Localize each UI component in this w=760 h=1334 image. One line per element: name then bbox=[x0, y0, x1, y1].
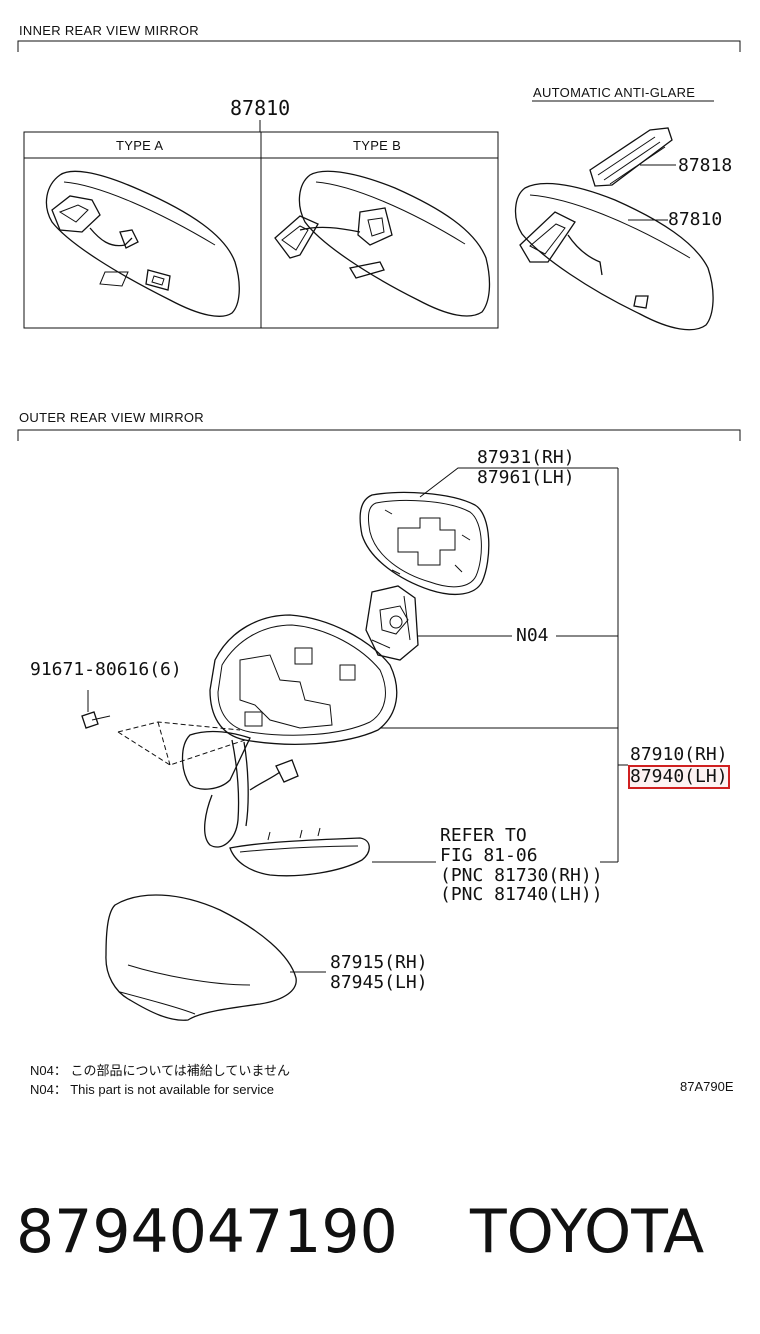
mirror-housing-drawing bbox=[181, 614, 398, 790]
cover-part-lh[interactable]: 87945(LH) bbox=[330, 972, 428, 993]
screw-part[interactable]: 91671-80616(6) bbox=[30, 659, 182, 680]
screw-drawing bbox=[81, 711, 111, 729]
inner-part-number[interactable]: 87810 bbox=[230, 96, 291, 120]
inner-section-title: INNER REAR VIEW MIRROR bbox=[19, 23, 199, 38]
figure-code: 87A790E bbox=[680, 1079, 734, 1094]
glass-part-rh[interactable]: 87931(RH) bbox=[477, 447, 575, 468]
assembly-part-rh[interactable]: 87910(RH) bbox=[630, 744, 728, 765]
type-b-label: TYPE B bbox=[353, 138, 402, 153]
refer-line-1: REFER TO bbox=[440, 825, 527, 846]
turn-signal-drawing bbox=[229, 827, 370, 877]
type-b-mirror-drawing bbox=[274, 170, 491, 317]
auto-part-87818[interactable]: 87818 bbox=[678, 155, 733, 176]
refer-line-2[interactable]: FIG 81-06 bbox=[440, 845, 538, 866]
mirror-actuator-drawing bbox=[365, 585, 419, 661]
auto-anti-glare-label: AUTOMATIC ANTI-GLARE bbox=[533, 85, 696, 100]
glass-leader bbox=[419, 467, 618, 498]
refer-line-4[interactable]: (PNC 81740(LH)) bbox=[440, 884, 603, 905]
screw-dashed-lines bbox=[117, 721, 246, 766]
note-english: N04： This part is not available for serv… bbox=[30, 1082, 274, 1097]
glass-part-lh[interactable]: 87961(LH) bbox=[477, 467, 575, 488]
note-japanese: N04： この部品については補給していません bbox=[30, 1063, 291, 1078]
type-table-frame bbox=[23, 131, 499, 329]
auto-mirror-drawing bbox=[514, 127, 714, 331]
wire-harness-drawing bbox=[204, 739, 299, 848]
type-a-mirror-drawing bbox=[45, 170, 240, 317]
cover-part-rh[interactable]: 87915(RH) bbox=[330, 952, 428, 973]
refer-line-3[interactable]: (PNC 81730(RH)) bbox=[440, 865, 603, 886]
outer-section-title: OUTER REAR VIEW MIRROR bbox=[19, 410, 204, 425]
footer-brand: TOYOTA bbox=[470, 1197, 705, 1267]
assembly-part-lh-highlighted[interactable]: 87940(LH) bbox=[628, 765, 730, 789]
mirror-cover-drawing bbox=[105, 894, 297, 1021]
n04-label: N04 bbox=[516, 625, 549, 646]
type-a-label: TYPE A bbox=[116, 138, 164, 153]
auto-part-87810[interactable]: 87810 bbox=[668, 209, 723, 230]
mirror-glass-drawing bbox=[359, 491, 490, 596]
inner-section-bracket bbox=[17, 40, 741, 52]
outer-section-bracket bbox=[17, 429, 741, 441]
footer-part-number: 8794047190 bbox=[16, 1197, 398, 1267]
